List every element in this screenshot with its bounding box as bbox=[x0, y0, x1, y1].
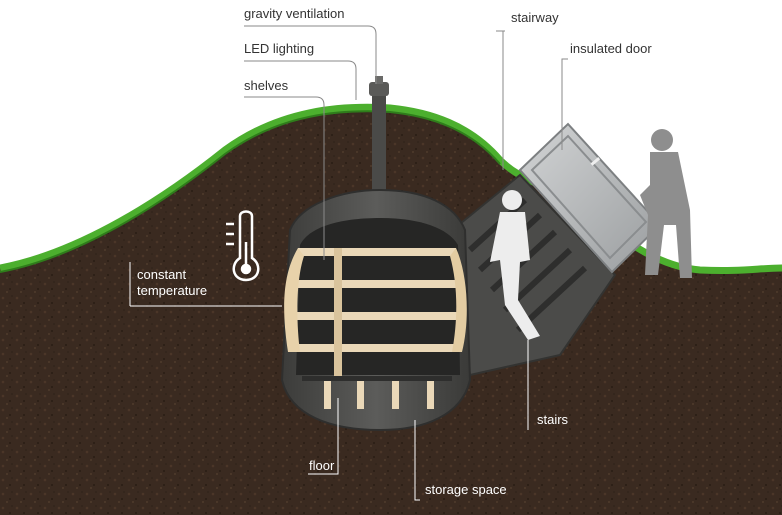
label-shelves: shelves bbox=[244, 78, 289, 93]
label-stairs: stairs bbox=[537, 412, 569, 427]
person-on-stairs bbox=[490, 190, 540, 340]
leader-lines-light bbox=[129, 262, 529, 501]
person-outside bbox=[640, 129, 692, 278]
label-gravity-ventilation: gravity ventilation bbox=[244, 6, 345, 21]
ventilation-pipe bbox=[372, 92, 386, 196]
wooden-shelves bbox=[284, 248, 467, 376]
floor-supports bbox=[302, 376, 452, 409]
label-storage-space: storage space bbox=[425, 482, 507, 497]
thermometer-icon bbox=[226, 210, 260, 282]
label-constant: constant bbox=[137, 267, 187, 282]
label-stairway: stairway bbox=[511, 10, 559, 25]
label-temperature: temperature bbox=[137, 283, 208, 298]
label-led-lighting: LED lighting bbox=[244, 41, 315, 56]
leader-lines-dark bbox=[244, 25, 568, 260]
label-floor: floor bbox=[309, 458, 335, 473]
label-insulated-door: insulated door bbox=[570, 41, 652, 56]
